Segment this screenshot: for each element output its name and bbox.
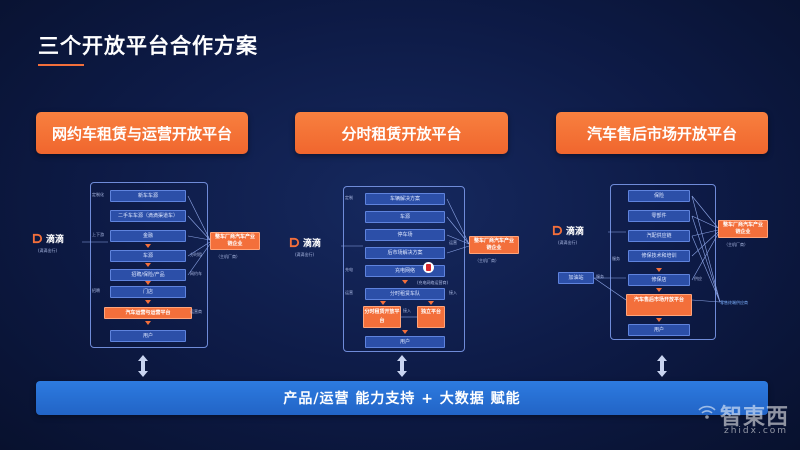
step-aftermarket-platform: 汽车售后市场开放平台 bbox=[626, 294, 692, 316]
watermark: 智東西 zhidx.com bbox=[690, 396, 790, 440]
step-user: 用户 bbox=[110, 330, 186, 342]
charge-note: (充电网络运营商) bbox=[417, 280, 449, 285]
brand-sub: (滴滴出行) bbox=[295, 252, 315, 257]
side-note: 上下游 bbox=[92, 232, 104, 237]
flow-frame bbox=[610, 184, 716, 340]
bidirectional-arrow-icon bbox=[138, 355, 148, 377]
flow-frame bbox=[343, 186, 465, 352]
arrow-down-icon bbox=[402, 330, 408, 334]
step-user: 用户 bbox=[365, 336, 445, 348]
arrow-down-icon bbox=[145, 263, 151, 267]
arrow-down-icon bbox=[402, 280, 408, 284]
platform-header-ride-hailing: 网约车租赁与运营开放平台 bbox=[36, 112, 248, 154]
vendor-note: （主机厂商） bbox=[475, 258, 499, 263]
wifi-logo-icon bbox=[698, 405, 716, 419]
bottom-capability-bar: 产品/运营 能力支持 + 大数据 赋能 bbox=[36, 381, 768, 415]
step-supply-chain: 汽配供应链 bbox=[628, 230, 690, 242]
arrow-down-icon bbox=[656, 318, 662, 322]
step-insurance: 保险 bbox=[628, 190, 690, 202]
arrow-down-icon bbox=[145, 300, 151, 304]
arrow-down-icon bbox=[380, 301, 386, 305]
step-timeshare-fleet: 分时租赁车队 bbox=[365, 288, 445, 300]
title-underline bbox=[38, 64, 84, 66]
side-note: 服务 bbox=[612, 256, 620, 261]
step-aftermarket-solution: 后市场解决方案 bbox=[365, 247, 445, 259]
right-note: 零售终端供应商 bbox=[720, 300, 748, 305]
diagram-ride-hailing: 滴滴 (滴滴出行) 新车车源 二手车车源（滴滴渠道车） 金融 车源 招聘/保险/… bbox=[30, 180, 270, 355]
didi-logo-icon bbox=[552, 225, 563, 236]
arrow-down-icon bbox=[656, 288, 662, 292]
diagram-timeshare: 滴滴 (滴滴出行) 车辆解决方案 车源 停车场 后市场解决方案 充电网络 分时租… bbox=[285, 180, 525, 355]
bidirectional-arrow-icon bbox=[397, 355, 407, 377]
arrow-down-icon bbox=[656, 268, 662, 272]
brand-name: 滴滴 bbox=[46, 235, 65, 245]
step-parts: 零部件 bbox=[628, 210, 690, 222]
brand-didi: 滴滴 bbox=[552, 224, 584, 237]
brand-didi: 滴滴 bbox=[32, 232, 64, 245]
didi-logo-icon bbox=[32, 233, 43, 244]
step-used-car: 二手车车源（滴滴渠道车） bbox=[110, 210, 186, 222]
side-note: 运营 bbox=[345, 290, 353, 295]
step-tech-training: 修保技术和培训 bbox=[628, 250, 690, 262]
step-vehicle-solution: 车辆解决方案 bbox=[365, 193, 445, 205]
side-note: 定制化 bbox=[92, 192, 104, 197]
side-note: 充电 bbox=[345, 267, 353, 272]
side-note: 运营商 bbox=[190, 309, 202, 314]
brand-sub: (滴滴出行) bbox=[558, 240, 578, 245]
vendor-note: （主机厂商） bbox=[216, 254, 240, 259]
side-note: 运营 bbox=[449, 240, 457, 245]
vendor-box: 整车厂商汽车产业链企业 bbox=[718, 220, 768, 238]
platform-header-timeshare: 分时租赁开放平台 bbox=[295, 112, 508, 154]
side-note: 服务 bbox=[596, 274, 604, 279]
vendor-box: 整车厂商汽车产业链企业 bbox=[210, 232, 260, 250]
vendor-note: （主机厂商） bbox=[724, 242, 748, 247]
step-new-car: 新车车源 bbox=[110, 190, 186, 202]
arrow-down-icon bbox=[428, 301, 434, 305]
didi-logo-icon bbox=[289, 237, 300, 248]
side-note: 供应 bbox=[694, 276, 702, 281]
brand-sub: (滴滴出行) bbox=[38, 248, 58, 253]
step-parking: 停车场 bbox=[365, 229, 445, 241]
step-ops-platform: 汽车运营与运营平台 bbox=[104, 307, 192, 319]
charging-icon bbox=[423, 262, 434, 273]
arrow-down-icon bbox=[145, 281, 151, 285]
step-repair-shop: 修保店 bbox=[628, 274, 690, 286]
side-note: 分时租 bbox=[190, 252, 202, 257]
side-note: 定制 bbox=[345, 195, 353, 200]
arrow-down-icon bbox=[145, 244, 151, 248]
step-car-source: 车源 bbox=[365, 211, 445, 223]
step-recruit: 招聘/保险/产品 bbox=[110, 269, 186, 281]
platform-header-aftermarket: 汽车售后市场开放平台 bbox=[556, 112, 768, 154]
vendor-box: 整车厂商汽车产业链企业 bbox=[469, 236, 519, 254]
step-independent-platform: 独立平台 bbox=[417, 306, 445, 328]
brand-name: 滴滴 bbox=[303, 239, 322, 249]
step-store: 门店 bbox=[110, 286, 186, 298]
diagram-aftermarket: 滴滴 (滴滴出行) 保险 零部件 汽配供应链 修保技术和培训 修保店 汽车售后市… bbox=[548, 180, 793, 355]
arrow-down-icon bbox=[145, 321, 151, 325]
join-label: 接入 bbox=[403, 308, 411, 313]
bidirectional-arrow-icon bbox=[657, 355, 667, 377]
side-note: 接入 bbox=[449, 290, 457, 295]
left-box-gas-station: 加油站 bbox=[558, 272, 594, 284]
step-finance: 金融 bbox=[110, 230, 186, 242]
brand-name: 滴滴 bbox=[566, 227, 585, 237]
slide-title: 三个开放平台合作方案 bbox=[38, 34, 258, 58]
brand-didi: 滴滴 bbox=[289, 236, 321, 249]
side-note: 网约车 bbox=[190, 271, 202, 276]
step-car-source: 车源 bbox=[110, 250, 186, 262]
side-note: 招聘 bbox=[92, 288, 100, 293]
watermark-url: zhidx.com bbox=[724, 426, 789, 436]
step-timeshare-platform: 分时租赁开放平台 bbox=[363, 306, 401, 328]
step-user: 用户 bbox=[628, 324, 690, 336]
watermark-name: 智東西 bbox=[720, 405, 790, 430]
